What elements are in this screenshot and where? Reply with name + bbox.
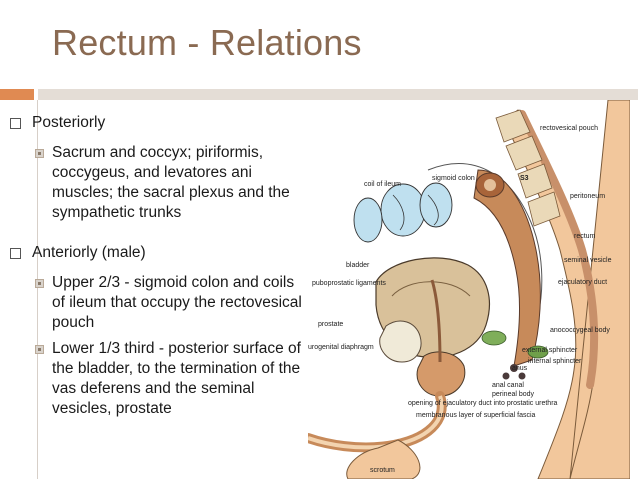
bullet-heading: Anteriorly (male) [32,244,146,261]
label-membranous-layer: membranous layer of superficial fascia [416,412,536,419]
left-vertical-rule [37,100,38,479]
label-bladder: bladder [346,262,370,269]
sub-bullet-text: Upper 2/3 - sigmoid colon and coils of i… [52,274,302,331]
sub-bullet-icon [35,345,44,354]
bullet-heading: Posteriorly [32,114,106,131]
label-urogenital-diaphragm: urogenital diaphragm [308,344,374,351]
sub-bullet-icon [35,279,44,288]
sub-bullet-text: Lower 1/3 third - posterior surface of t… [52,340,301,417]
label-prostate: prostate [318,321,343,328]
label-anus: anus [512,365,528,372]
label-opening-ejaculatory: opening of ejaculatory duct into prostat… [408,400,558,407]
square-bullet-icon [10,118,21,129]
sub-bullet-icon [35,149,44,158]
label-ejaculatory-duct: ejaculatory duct [558,279,607,286]
slide-title: Rectum - Relations [52,22,362,63]
label-peritoneum: peritoneum [570,193,605,200]
label-scrotum: scrotum [370,467,395,474]
sub-bullet-text: Sacrum and coccyx; piriformis, coccygeus… [52,144,290,221]
label-rectum: rectum [574,233,596,240]
sub-bullet: Sacrum and coccyx; piriformis, coccygeus… [10,143,302,223]
label-puboprostatic-ligaments: puboprostatic ligaments [312,280,386,287]
label-anal-canal: anal canal [492,382,524,389]
diagram-labels: rectovesical pouch coil of ileum sigmoid… [308,125,612,474]
title-accent-bar [0,89,34,100]
sub-bullet: Lower 1/3 third - posterior surface of t… [10,339,302,419]
label-external-sphincter: external sphincter [522,347,578,354]
square-bullet-icon [10,248,21,259]
label-coil-of-ileum: coil of ileum [364,181,401,188]
title-divider-bar [38,89,638,100]
label-seminal-vesicle: seminal vesicle [564,257,612,264]
pelvis-sagittal-diagram: S3 [303,99,631,480]
label-rectovesical-pouch: rectovesical pouch [540,125,598,132]
label-perineal-body: perineal body [492,391,535,398]
bullet-list: Posteriorly Sacrum and coccyx; piriformi… [10,113,302,425]
label-internal-sphincter: internal sphincter [528,358,582,365]
label-sigmoid-colon: sigmoid colon [432,175,475,182]
svg-text:S3: S3 [520,175,529,182]
anatomy-illustration: S3 [303,99,631,480]
bullet-posteriorly: Posteriorly [10,113,302,133]
sub-bullet: Upper 2/3 - sigmoid colon and coils of i… [10,273,302,333]
label-anococcygeal-body: anococcygeal body [550,327,610,334]
bullet-anteriorly: Anteriorly (male) [10,243,302,263]
